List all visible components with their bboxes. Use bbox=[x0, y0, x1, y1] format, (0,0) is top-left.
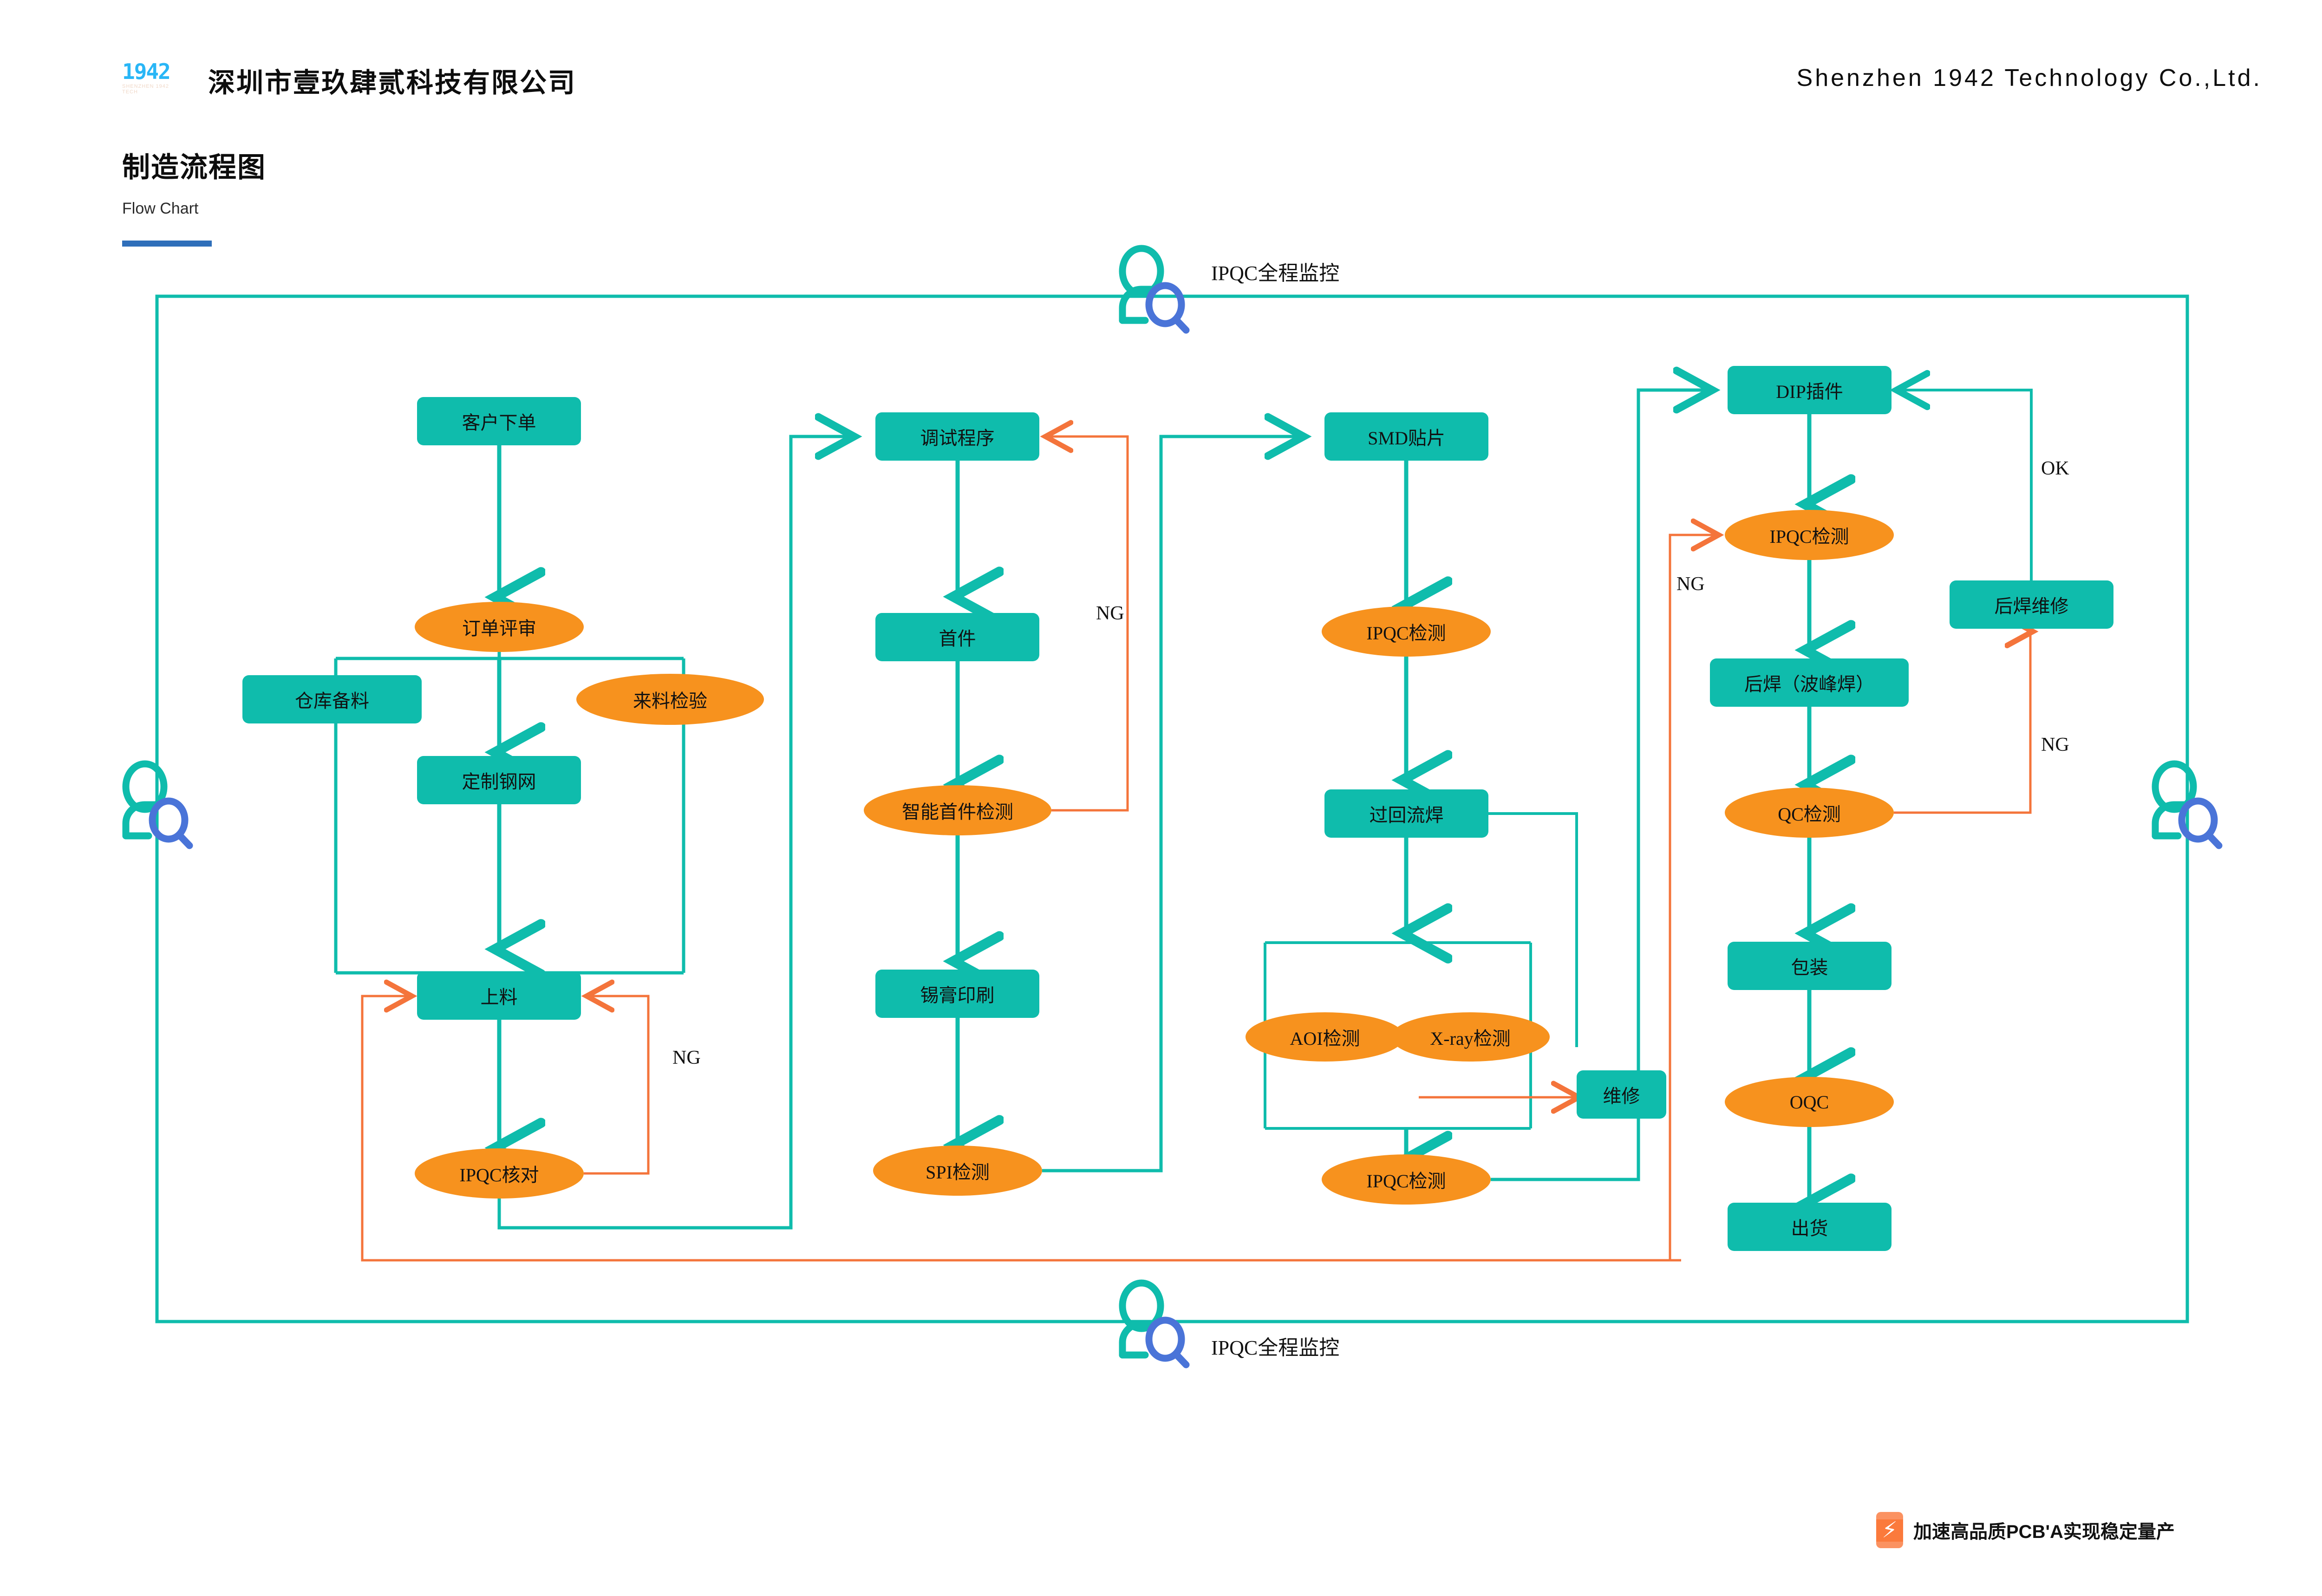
magnifier-icon bbox=[2178, 797, 2223, 849]
node-lailiaojianyan[interactable] bbox=[576, 674, 764, 725]
magnifier-icon bbox=[149, 797, 193, 849]
bolt-band bbox=[1876, 1519, 1903, 1542]
monitor-icon-right bbox=[2152, 760, 2223, 849]
page-subtitle: Flow Chart bbox=[122, 200, 199, 217]
column-order-group bbox=[242, 397, 1681, 1262]
monitor-icon-top bbox=[1119, 245, 1190, 334]
footer-badge-text: 加速高品质PCB'A实现稳定量产 bbox=[1913, 1522, 2175, 1542]
node-houhan-weixiu[interactable] bbox=[1950, 580, 2113, 629]
node-xray-jiance[interactable] bbox=[1391, 1012, 1550, 1062]
page-title: 制造流程图 bbox=[122, 152, 266, 183]
person-icon bbox=[1119, 1279, 1164, 1359]
title-underline-rule bbox=[122, 241, 212, 247]
person-icon bbox=[122, 760, 168, 840]
node-shangliao[interactable] bbox=[417, 971, 581, 1020]
logo-text: 1942 bbox=[122, 59, 171, 84]
magnifier-icon bbox=[1145, 1316, 1190, 1368]
node-cangkubeiliao[interactable] bbox=[242, 675, 422, 723]
node-chuhuo[interactable] bbox=[1728, 1203, 1892, 1251]
node-ipqc-jiance-reflow[interactable] bbox=[1322, 1154, 1491, 1205]
node-baozhuang[interactable] bbox=[1728, 942, 1892, 990]
node-tiaoshichengxu[interactable] bbox=[875, 412, 1039, 461]
bolt-glyph: ⚡ bbox=[1882, 1518, 1898, 1543]
footer-badge: ⚡ 加速高品质PCB'A实现稳定量产 bbox=[1876, 1511, 2175, 1549]
node-weixiu[interactable] bbox=[1577, 1070, 1666, 1119]
person-icon bbox=[1119, 245, 1164, 324]
node-smd-tiepian[interactable] bbox=[1324, 412, 1488, 461]
monitor-label-top: IPQC全程监控 bbox=[1211, 262, 1340, 285]
ng-label-dip: NG bbox=[1676, 573, 1705, 595]
node-dip-chajian[interactable] bbox=[1728, 366, 1892, 414]
ng-label-houhan: NG bbox=[2041, 734, 2069, 756]
page-header: 1942 SHENZHEN 1942 TECH 深圳市壹玖肆贰科技有限公司 Sh… bbox=[0, 0, 2322, 139]
monitor-label-bottom: IPQC全程监控 bbox=[1211, 1336, 1340, 1359]
node-shoujian[interactable] bbox=[875, 613, 1039, 661]
node-xigaoyinshua[interactable] bbox=[875, 970, 1039, 1018]
company-name-cn: 深圳市壹玖肆贰科技有限公司 bbox=[208, 68, 577, 98]
magnifier-icon bbox=[1145, 282, 1190, 334]
node-houhan-bofenghan[interactable] bbox=[1710, 658, 1909, 707]
column-dip-group bbox=[1669, 366, 2113, 1260]
node-dingzhigangwang[interactable] bbox=[417, 756, 581, 804]
monitor-icon-bottom bbox=[1119, 1279, 1190, 1368]
node-ipqc-jiance-smd[interactable] bbox=[1322, 606, 1491, 657]
ok-label-houhan: OK bbox=[2041, 458, 2069, 479]
ng-label-shoujian: NG bbox=[1096, 603, 1124, 624]
logo-subtext: SHENZHEN 1942 TECH bbox=[122, 84, 170, 95]
monitor-icon-left bbox=[122, 760, 193, 849]
node-oqc[interactable] bbox=[1725, 1077, 1894, 1127]
node-dingdanpingshen[interactable] bbox=[415, 602, 584, 652]
person-icon bbox=[2152, 760, 2197, 840]
ng-label-shangliao: NG bbox=[672, 1047, 701, 1068]
node-kehuxiadan[interactable] bbox=[417, 397, 581, 445]
node-aoi-jiance[interactable] bbox=[1246, 1012, 1404, 1062]
column-program-group bbox=[864, 412, 1300, 1196]
node-zhineng-shoujian-jiance[interactable] bbox=[864, 785, 1051, 835]
node-qc-jiance[interactable] bbox=[1725, 788, 1894, 838]
node-spi-jiance[interactable] bbox=[873, 1146, 1042, 1196]
column-smd-group bbox=[1246, 390, 1709, 1205]
company-name-en: Shenzhen 1942 Technology Co.,Ltd. bbox=[1796, 65, 2262, 91]
company-logo: 1942 SHENZHEN 1942 TECH bbox=[122, 59, 183, 95]
node-ipqc-hedui[interactable] bbox=[415, 1148, 584, 1199]
node-ipqc-jiance-dip[interactable] bbox=[1725, 510, 1894, 560]
lightning-bolt-icon: ⚡ bbox=[1876, 1512, 1903, 1548]
node-guohuiliuhan[interactable] bbox=[1324, 789, 1488, 838]
